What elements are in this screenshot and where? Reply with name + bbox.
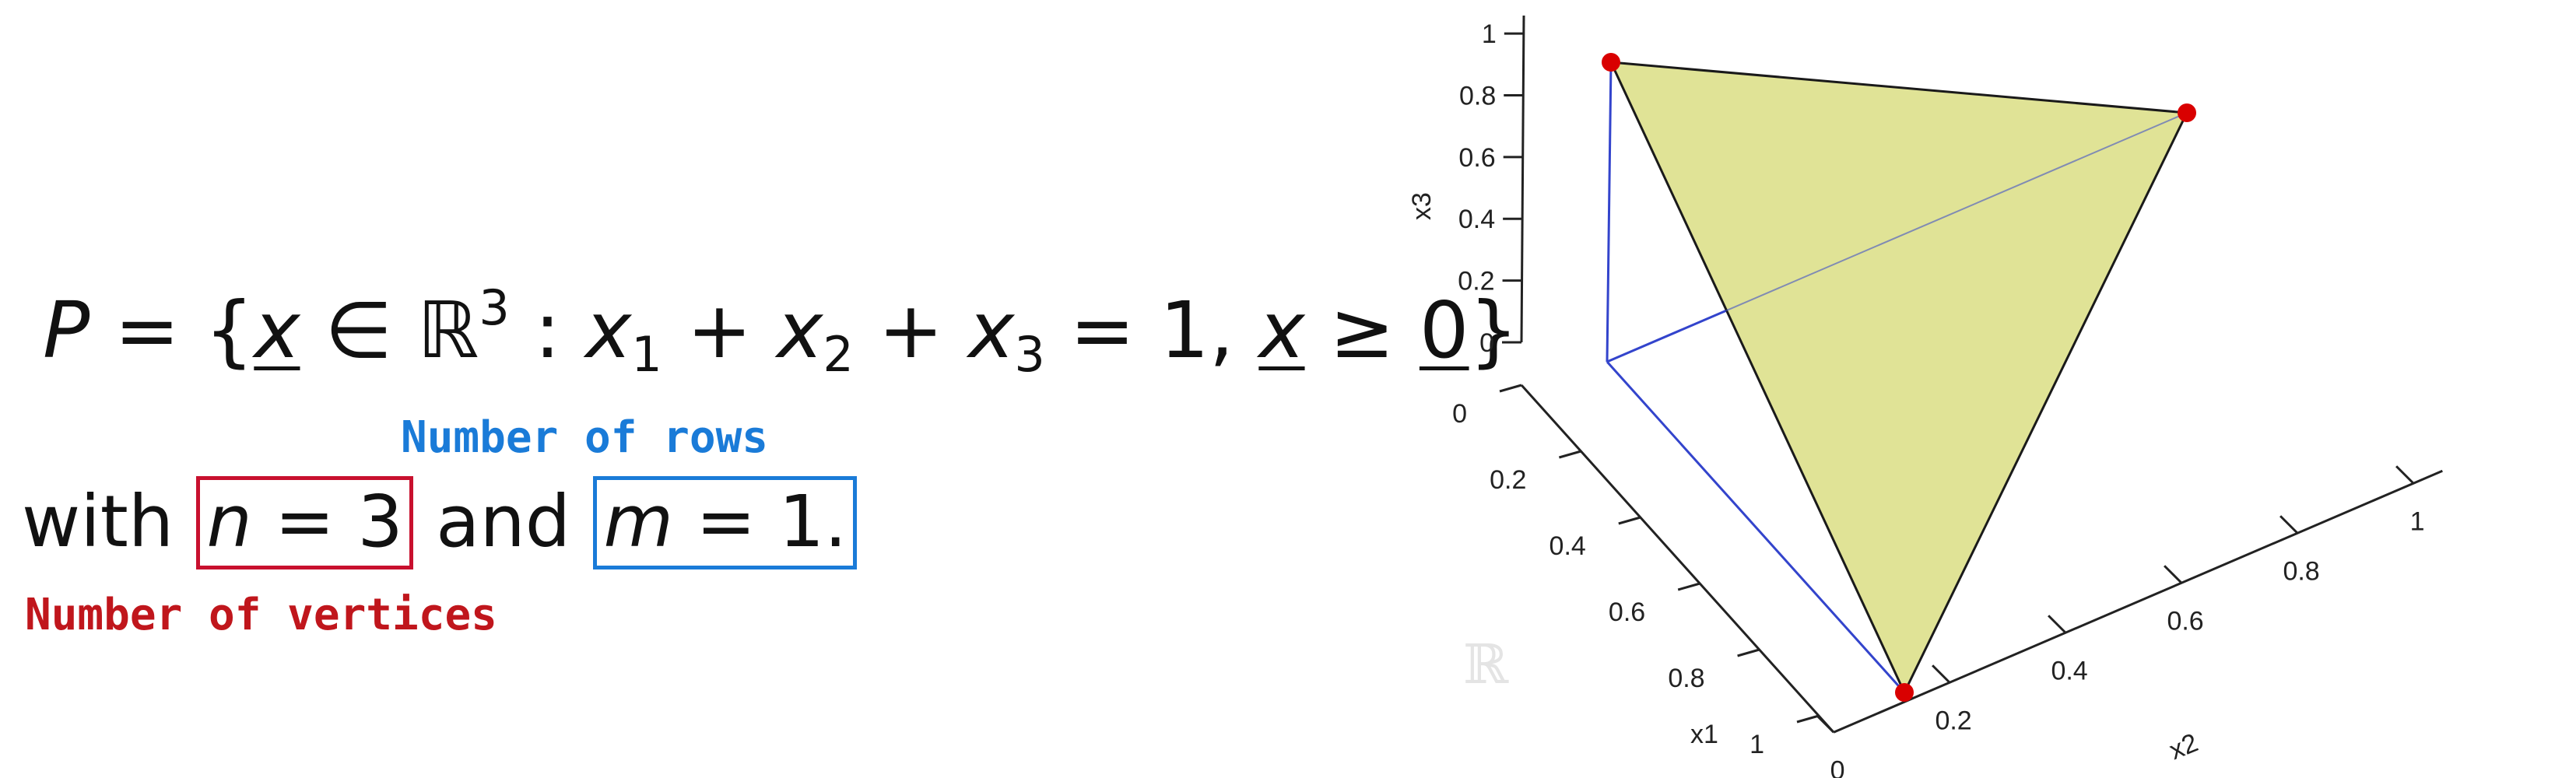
x2-tick-mark: [2279, 515, 2299, 534]
element-of: ∈: [300, 285, 418, 376]
x2-tick-mark: [1816, 714, 1835, 734]
m-value: = 1: [673, 480, 825, 563]
x3-axis-line: [1520, 15, 1525, 343]
x2-tick-label: 0.8: [2283, 556, 2319, 586]
x3-tick-label: 1: [1482, 19, 1497, 49]
set-name: P: [43, 285, 90, 376]
m-box: m = 1.: [593, 476, 858, 569]
plus-2: +: [853, 285, 969, 376]
and-word: and: [412, 480, 594, 563]
x2-tick-mark: [2048, 615, 2067, 634]
x2-sub: 2: [823, 326, 854, 383]
n-var: n: [206, 480, 252, 563]
with-word: with: [22, 480, 197, 563]
x1-tick-mark: [1618, 516, 1641, 525]
x3-sub: 3: [1014, 326, 1045, 383]
x2-tick-label: 0.2: [1935, 706, 1971, 735]
vertex-point: [1895, 683, 1914, 702]
n-value: = 3: [251, 480, 403, 563]
x2-tick-mark: [1932, 664, 1951, 684]
inner-edge: [1606, 112, 2188, 363]
x2-var: x: [777, 285, 823, 376]
equals-brace: = {: [89, 285, 254, 376]
vertices-annotation: Number of vertices: [25, 590, 497, 640]
vertex-point: [2178, 103, 2196, 122]
x1-sub: 1: [631, 326, 662, 383]
x1-axis-title: x1: [1690, 720, 1718, 749]
polytope-definition: P = {x ∈ ℝ3 : x1 + x2 + x3 = 1, x ≥ 0}: [43, 284, 1518, 379]
x1-tick-mark: [1737, 648, 1760, 657]
x1-var: x: [585, 285, 632, 376]
x3-axis-title: x3: [1407, 192, 1437, 220]
x3-tick-label: 0.6: [1458, 143, 1495, 173]
geq: ≥: [1304, 285, 1420, 376]
plus-1: +: [662, 285, 777, 376]
x1-tick-label: 0.6: [1609, 598, 1645, 627]
x1-tick-mark: [1677, 582, 1700, 591]
m-var: m: [603, 480, 674, 563]
simplex: [1602, 53, 2196, 702]
watermark-r-icon: ℝ: [1463, 633, 1509, 696]
dimension: 3: [479, 279, 510, 336]
vector-x-2: x: [1258, 285, 1305, 376]
x3-var: x: [968, 285, 1015, 376]
x2-tick-mark: [2395, 465, 2415, 485]
x2-tick-label: 1: [2410, 506, 2425, 536]
colon: :: [509, 285, 586, 376]
real-numbers: ℝ: [417, 285, 479, 376]
hidden-edge: [1606, 360, 1906, 694]
x1-tick-label: 0.4: [1549, 531, 1586, 561]
equals-one: = 1,: [1044, 285, 1259, 376]
zero-vector: 0: [1419, 285, 1469, 376]
vector-x: x: [254, 285, 300, 376]
x2-axis-line: [1833, 469, 2443, 734]
dimension-sentence: with n = 3 and m = 1.: [22, 476, 858, 569]
n-box: n = 3: [196, 476, 413, 569]
x3-tick-label: 0.4: [1458, 205, 1495, 234]
close-brace: }: [1469, 285, 1519, 376]
x2-tick-label: 0.4: [2051, 656, 2087, 685]
x1-tick-label: 0.8: [1668, 664, 1704, 693]
x1-tick-mark: [1499, 384, 1522, 393]
hidden-edge: [1606, 61, 1613, 363]
x1-tick-label: 0.2: [1490, 465, 1526, 495]
x1-tick-mark: [1558, 450, 1581, 459]
x3-tick-label: 0.8: [1459, 81, 1496, 110]
simplex-facet: [1609, 61, 2188, 694]
vertex-point: [1602, 53, 1620, 72]
x3-tick-label: 0: [1479, 328, 1494, 358]
x1-tick-label: 0: [1452, 399, 1467, 429]
period: .: [824, 480, 848, 563]
x2-tick-mark: [2164, 565, 2183, 584]
x1-tick-mark: [1796, 714, 1820, 724]
x2-tick-label: 0.6: [2167, 606, 2203, 636]
x2-axis-title: x2: [2165, 727, 2202, 766]
x3-tick-label: 0.2: [1458, 267, 1494, 296]
rows-annotation: Number of rows: [401, 412, 769, 463]
x1-tick-label: 1: [1750, 730, 1764, 759]
x1-axis-line: [1520, 384, 1835, 734]
x2-tick-label: 0: [1830, 755, 1845, 778]
